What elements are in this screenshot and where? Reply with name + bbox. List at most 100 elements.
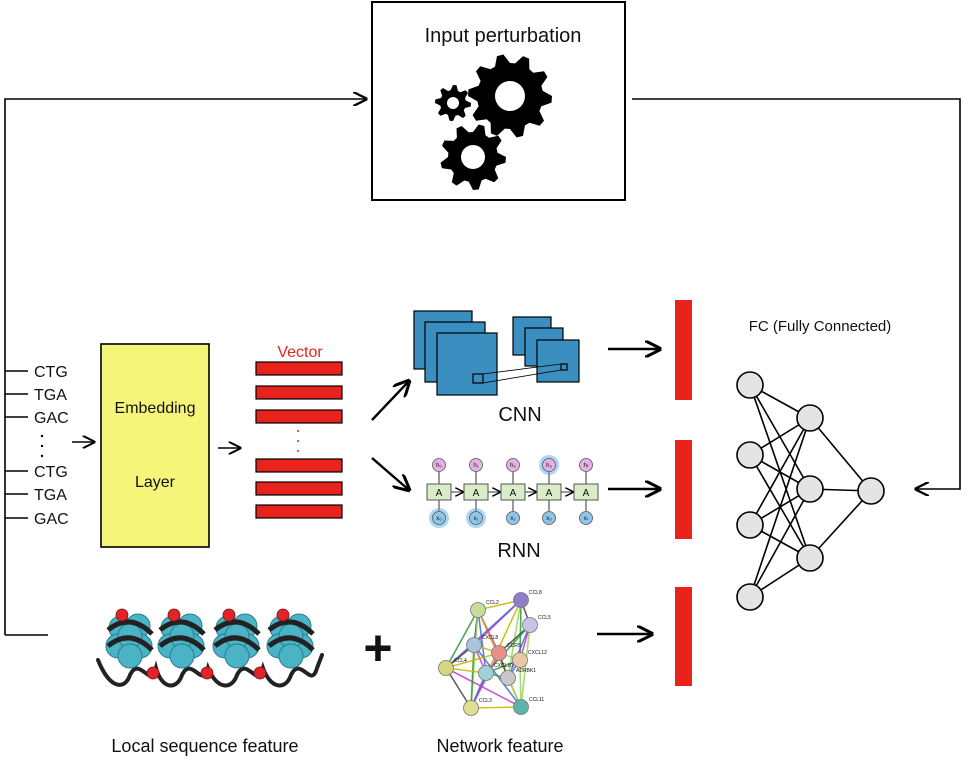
network-node-label: CCR5: [507, 643, 521, 649]
histone-mark: [167, 608, 181, 622]
codon-label: GAC: [34, 410, 69, 427]
rnn-hidden-label: h₃: [546, 463, 552, 469]
cnn-label: CNN: [498, 404, 541, 426]
gear-icon: [468, 54, 552, 138]
codon-label: CTG: [34, 464, 68, 481]
rnn-hidden-label: h₁: [473, 463, 478, 469]
embedding-layer: Embedding Layer: [100, 343, 210, 548]
fc-neuron: [796, 475, 824, 503]
network-node: [463, 700, 479, 716]
vector-label: Vector: [277, 344, 323, 361]
network-node-label: CCL8: [529, 590, 542, 596]
codon-label: CTG: [34, 364, 68, 381]
network-node-label: CCL5: [538, 615, 551, 621]
network-node-label: CCL2: [486, 600, 499, 606]
network-node: [522, 617, 538, 633]
gear-icon: [440, 124, 506, 190]
nucleosome: [266, 608, 315, 669]
rnn-cell-label: A: [546, 488, 553, 499]
network-node: [513, 592, 529, 608]
network-node-label: CCL11: [529, 697, 544, 703]
network-node: [478, 665, 494, 681]
rnn-cell: [426, 483, 452, 501]
fc-neuron: [796, 404, 824, 432]
codon-label: TGA: [34, 387, 67, 404]
rnn-input-label: x₀: [436, 516, 442, 522]
plus-sign: +: [363, 620, 392, 676]
network-node: [438, 660, 454, 676]
rnn-input-label: xₜ: [584, 516, 589, 522]
rnn-hidden-node: [432, 458, 446, 472]
network-node-label: CCL3: [479, 698, 492, 704]
rnn-hidden-label: hₜ: [583, 463, 588, 469]
gear-icon: [435, 85, 471, 121]
fc-neuron: [736, 511, 764, 539]
histone-mark: [146, 666, 160, 680]
histone-mark: [200, 666, 214, 680]
rnn-hidden-node: [506, 458, 520, 472]
feature-bar-rnn: [675, 440, 692, 539]
rnn-input-node: [506, 511, 520, 525]
rnn-cell: [463, 483, 489, 501]
rnn-hidden-label: h₀: [436, 463, 442, 469]
nucleosome-illustration: [96, 608, 324, 688]
rnn-hidden-node: [469, 458, 483, 472]
rnn-cell-label: A: [436, 488, 443, 499]
network-node-label: CXCL12: [528, 650, 547, 656]
fc-neuron: [796, 544, 824, 572]
histone-mark: [253, 666, 267, 680]
network-node-label: CXCL10: [494, 663, 513, 669]
network-node: [512, 652, 528, 668]
network-feature-label: Network feature: [436, 736, 563, 756]
rnn-input-node: [469, 511, 483, 525]
rnn-input-node: [542, 511, 556, 525]
codon-label: TGA: [34, 487, 67, 504]
embedding-label-line2: Layer: [135, 474, 176, 491]
rnn-hidden-label: h₂: [510, 463, 516, 469]
protein-network-illustration: CCL2 CCL8CCL5CXCL8CCR5CXCL12CCL4CXCL10ADR…: [438, 590, 551, 716]
fc-neuron: [736, 583, 764, 611]
perturbation-title: Input perturbation: [425, 25, 582, 47]
vector-stack: Vector: [255, 344, 343, 519]
feedback-loop-right: [632, 98, 961, 489]
gears-icon: [435, 54, 552, 190]
rnn-hidden-node: [542, 458, 556, 472]
network-node-label: CXCL8: [482, 635, 498, 641]
nucleosome: [157, 608, 206, 669]
histone-mark: [222, 608, 236, 622]
fc-neuron: [736, 371, 764, 399]
cnn-block: CNN: [413, 310, 580, 426]
histone-mark: [276, 608, 290, 622]
input-perturbation-box: Input perturbation: [371, 1, 626, 201]
local-feature-label: Local sequence feature: [111, 736, 298, 756]
rnn-cell: [500, 483, 526, 501]
fc-label: FC (Fully Connected): [749, 318, 892, 335]
rnn-cell-label: A: [473, 488, 480, 499]
fc-neuron: [736, 441, 764, 469]
embedding-label-line1: Embedding: [115, 400, 196, 417]
feature-bar-local: [675, 587, 692, 686]
rnn-label: RNN: [497, 540, 540, 562]
arrow-vector-to-cnn: [371, 381, 409, 421]
codon-list: CTG TGA GAC CTG TGA GAC: [5, 364, 69, 528]
histone-mark: [115, 608, 129, 622]
network-node-label: CCL4: [454, 658, 467, 664]
arrow-vector-to-rnn: [371, 457, 409, 490]
fc-neuron: [857, 477, 885, 505]
network-node: [470, 602, 486, 618]
rnn-hidden-node: [579, 458, 593, 472]
network-node-label: ADRBK1: [516, 668, 536, 674]
network-node: [491, 645, 507, 661]
nucleosome: [105, 608, 154, 669]
rnn-cell-label: A: [510, 488, 517, 499]
feature-bar-cnn: [675, 300, 692, 400]
rnn-cell: [536, 483, 562, 501]
network-node: [513, 699, 529, 715]
network-node: [500, 670, 516, 686]
rnn-input-label: x₃: [546, 516, 552, 522]
codon-label: GAC: [34, 511, 69, 528]
nucleosome: [212, 608, 261, 669]
rnn-cell-label: A: [583, 488, 590, 499]
